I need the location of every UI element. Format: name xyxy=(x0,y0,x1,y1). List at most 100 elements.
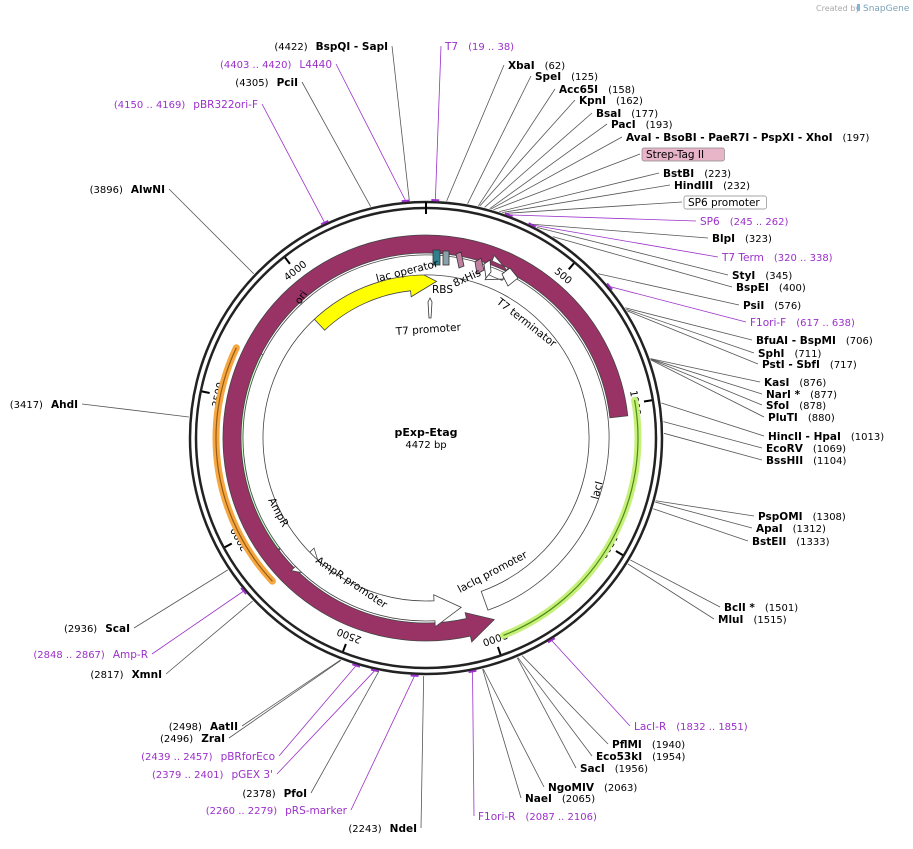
left-label-11-group: pBRforEco(2439 .. 2457) xyxy=(141,751,275,763)
right-label-9-leader xyxy=(499,172,660,212)
left-label-11-primer-mark xyxy=(352,663,361,668)
left-label-13-group: PfoI(2378) xyxy=(242,788,307,800)
right-label-31-name: BstEII xyxy=(752,536,786,548)
left-label-13-name: PfoI xyxy=(284,788,307,800)
right-label-21-name: PstI - SbfI xyxy=(762,359,820,371)
left-label-9-leader xyxy=(241,659,341,727)
credit-text: Created by xyxy=(816,4,860,13)
right-label-33-pos: (1515) xyxy=(753,615,786,626)
right-label-35-pos: (1940) xyxy=(652,740,685,751)
right-label-29-leader xyxy=(655,500,755,517)
tick-mark xyxy=(284,256,291,265)
right-label-17-name: PsiI xyxy=(743,300,764,312)
right-label-24-group: SfoI(878) xyxy=(766,400,826,412)
right-label-35-leader xyxy=(521,655,609,745)
right-label-14-primer-mark xyxy=(528,222,537,228)
right-label-5-name: BsaI xyxy=(596,108,621,120)
right-label-34-name: LacI-R xyxy=(634,721,666,733)
right-label-34-pos: (1832 .. 1851) xyxy=(676,722,748,733)
right-label-25-pos: (880) xyxy=(808,413,835,424)
left-label-15-leader xyxy=(420,675,425,829)
right-label-5-leader xyxy=(484,112,593,208)
right-label-35-name: PflMI xyxy=(612,739,642,751)
left-label-4-leader xyxy=(168,188,255,275)
credit-brand: SnapGene xyxy=(863,4,910,14)
left-label-3-name: pBR322ori-F xyxy=(193,99,258,111)
right-label-18-primer-mark xyxy=(606,282,613,291)
left-label-14-pos: (2260 .. 2279) xyxy=(206,806,278,817)
right-label-14-leader xyxy=(532,224,719,258)
left-label-6-group: ScaI(2936) xyxy=(64,623,130,635)
left-label-4-name: AlwNI xyxy=(131,184,165,196)
right-label-8-leader xyxy=(493,153,641,211)
leader-lines xyxy=(81,45,765,829)
right-label-6-group: PacI(193) xyxy=(611,119,673,131)
right-label-38-leader xyxy=(482,668,545,788)
right-label-3-leader xyxy=(478,88,556,207)
left-label-12-primer-mark xyxy=(370,668,380,673)
right-label-12-group: SP6(245 .. 262) xyxy=(700,216,788,228)
right-label-11-group: SP6 promoter xyxy=(683,195,767,210)
left-label-5-group: AhdI(3417) xyxy=(10,399,78,411)
his-tag-icon xyxy=(455,251,465,269)
right-label-7-name: AvaI - BsoBI - PaeR7I - PspXI - XhoI xyxy=(626,132,833,144)
right-label-16-pos: (400) xyxy=(779,283,806,294)
right-label-30-pos: (1312) xyxy=(793,524,826,535)
right-label-7-group: AvaI - BsoBI - PaeR7I - PspXI - XhoI (197… xyxy=(626,132,870,144)
right-label-11-box xyxy=(683,195,767,210)
right-label-4-name: KpnI xyxy=(579,95,606,107)
right-label-31-pos: (1333) xyxy=(796,537,829,548)
right-label-18-pos: (617 .. 638) xyxy=(796,318,855,329)
right-label-40-primer-mark xyxy=(468,669,477,674)
right-label-20-name: SphI xyxy=(758,348,784,360)
left-label-8-name: XmnI xyxy=(132,669,162,681)
his-tag-2-icon xyxy=(474,257,485,275)
left-label-15-pos: (2243) xyxy=(348,824,381,835)
left-label-6-pos: (2936) xyxy=(64,624,97,635)
right-label-2-pos: (125) xyxy=(571,72,598,83)
right-label-5-pos: (177) xyxy=(631,109,658,120)
right-label-30-group: ApaI(1312) xyxy=(756,523,826,535)
right-label-1-pos: (62) xyxy=(545,61,566,72)
right-label-39-group: NaeI(2065) xyxy=(525,793,595,805)
right-label-26-group: HincII - HpaI(1013) xyxy=(768,431,884,443)
left-label-8-group: XmnI(2817) xyxy=(90,669,162,681)
right-label-12-leader xyxy=(508,214,697,222)
right-label-7-leader xyxy=(490,136,623,210)
right-label-18-leader xyxy=(609,286,747,323)
right-label-26-leader xyxy=(661,402,765,437)
right-label-34-primer-mark xyxy=(547,637,556,644)
tick-mark xyxy=(496,646,502,655)
right-label-22-leader xyxy=(650,358,761,383)
right-label-20-leader xyxy=(626,308,755,354)
right-label-11-leader xyxy=(504,201,683,214)
t7-promoter-label: T7 promoter xyxy=(394,321,462,338)
left-label-5-pos: (3417) xyxy=(10,400,43,411)
right-label-9-group: BstBI(223) xyxy=(663,168,731,180)
right-label-8-box xyxy=(641,147,725,162)
right-label-29-group: PspOMI(1308) xyxy=(758,511,846,523)
right-label-27-leader xyxy=(663,421,763,449)
right-label-32-group: BclI *(1501) xyxy=(724,602,798,614)
right-label-4-group: KpnI(162) xyxy=(579,95,643,107)
left-label-7-leader xyxy=(151,590,244,655)
feature-laciq-promoter xyxy=(242,254,610,628)
right-label-31-leader xyxy=(653,508,749,542)
tick-mark xyxy=(568,262,575,270)
right-label-36-leader xyxy=(517,657,593,757)
left-label-0-pos: (4422) xyxy=(274,42,307,53)
right-label-12-pos: (245 .. 262) xyxy=(730,217,789,228)
right-label-19-leader xyxy=(625,307,753,341)
snapgene-logo-icon xyxy=(857,4,860,11)
left-label-10-name: ZraI xyxy=(201,733,225,745)
right-label-28-name: BssHII xyxy=(766,455,803,467)
right-label-25-group: PluTI(880) xyxy=(768,412,835,424)
feature-label-laci: lacI xyxy=(589,480,605,501)
right-label-7-pos: (197) xyxy=(843,133,870,144)
left-label-0-leader xyxy=(391,45,410,201)
left-label-1-primer-mark xyxy=(401,199,410,203)
left-label-3-pos: (4150 .. 4169) xyxy=(114,100,186,111)
right-label-16-name: BspEI xyxy=(736,282,769,294)
orf-arc-line xyxy=(503,399,639,636)
